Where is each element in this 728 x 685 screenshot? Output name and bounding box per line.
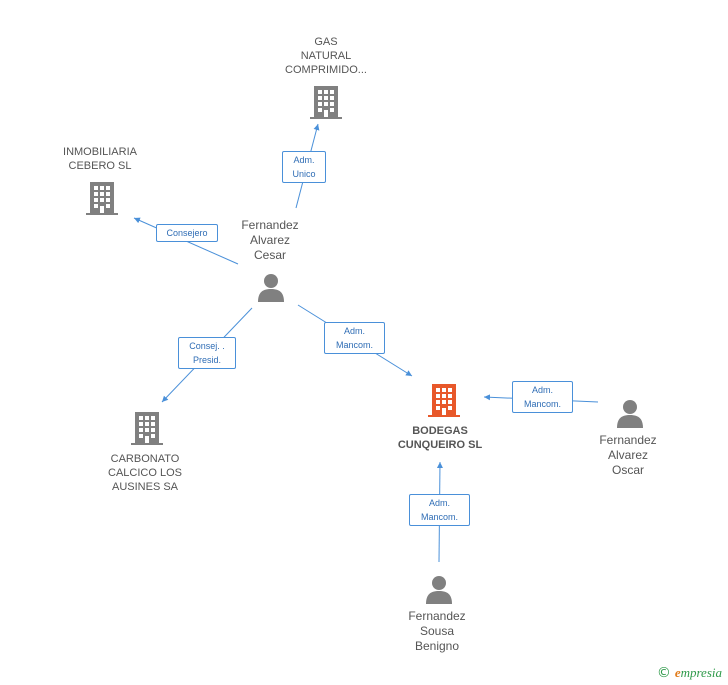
- node-label-line: CALCICO LOS: [108, 467, 182, 479]
- node-label-fernandez-cesar[interactable]: Fernandez Alvarez Cesar: [220, 218, 320, 263]
- node-label-carbonato[interactable]: CARBONATO CALCICO LOS AUSINES SA: [95, 452, 195, 494]
- edge-label-line: Adm.: [531, 385, 553, 395]
- edge-label-adm-unico[interactable]: Adm. Unico: [282, 151, 326, 183]
- node-label-line: Sousa: [419, 624, 455, 638]
- edge-label-adm-mancom-benigno[interactable]: Adm. Mancom.: [409, 494, 470, 526]
- node-label-line: GAS: [314, 36, 338, 48]
- node-label-line: CEBERO SL: [68, 160, 132, 172]
- node-label-line: Fernandez: [241, 218, 299, 232]
- node-label-line: NATURAL: [300, 50, 352, 62]
- node-label-inmobiliaria[interactable]: INMOBILIARIA CEBERO SL: [50, 145, 150, 173]
- main-company-building-icon[interactable]: [428, 382, 460, 418]
- edge-label-consej-presid[interactable]: Consej. . Presid.: [178, 337, 236, 369]
- node-label-line: Alvarez: [249, 233, 290, 247]
- edge-label-line: Mancom.: [420, 512, 458, 522]
- node-label-line: Alvarez: [607, 448, 648, 462]
- edge-label-line: Presid.: [192, 355, 221, 365]
- node-label-line: AUSINES SA: [111, 481, 179, 493]
- node-label-fernandez-benigno[interactable]: Fernandez Sousa Benigno: [387, 609, 487, 654]
- company-building-icon[interactable]: [310, 84, 342, 120]
- node-label-line: Oscar: [611, 463, 644, 477]
- company-building-icon[interactable]: [86, 180, 118, 216]
- edge-label-line: Unico: [292, 169, 316, 179]
- edge-label-line: Mancom.: [523, 399, 561, 409]
- brand-watermark: ©empresia: [657, 665, 722, 681]
- edge-label-line: Consej. .: [189, 341, 225, 351]
- node-label-gas-natural[interactable]: GAS NATURAL COMPRIMIDO...: [276, 35, 376, 77]
- edge-label-consejero[interactable]: Consejero: [156, 224, 218, 242]
- edge-label-adm-mancom-cesar[interactable]: Adm. Mancom.: [324, 322, 385, 354]
- edge-label-line: Adm.: [343, 326, 365, 336]
- node-label-line: Fernandez: [408, 609, 466, 623]
- node-label-line: Cesar: [253, 248, 286, 262]
- node-label-line: COMPRIMIDO...: [285, 64, 367, 76]
- edge-label-line: Adm.: [428, 498, 450, 508]
- person-icon[interactable]: [256, 272, 286, 302]
- node-label-line: CARBONATO: [110, 453, 180, 465]
- edge-label-line: Consejero: [166, 228, 208, 238]
- brand-logo-e: e: [674, 665, 681, 680]
- node-label-line: Fernandez: [599, 433, 657, 447]
- node-label-line: CUNQUEIRO SL: [397, 439, 483, 451]
- company-building-icon[interactable]: [131, 410, 163, 446]
- node-label-line: Benigno: [414, 639, 460, 653]
- node-label-line: INMOBILIARIA: [63, 146, 137, 158]
- person-icon[interactable]: [615, 398, 645, 428]
- copyright-icon: ©: [656, 665, 671, 681]
- node-label-line: BODEGAS: [412, 425, 468, 437]
- person-icon[interactable]: [424, 574, 454, 604]
- node-label-fernandez-oscar[interactable]: Fernandez Alvarez Oscar: [578, 433, 678, 478]
- node-label-bodegas[interactable]: BODEGAS CUNQUEIRO SL: [390, 424, 490, 452]
- edge-label-line: Mancom.: [335, 340, 373, 350]
- edge-label-adm-mancom-oscar[interactable]: Adm. Mancom.: [512, 381, 573, 413]
- brand-logo-text: mpresia: [680, 665, 722, 680]
- edge-label-line: Adm.: [293, 155, 315, 165]
